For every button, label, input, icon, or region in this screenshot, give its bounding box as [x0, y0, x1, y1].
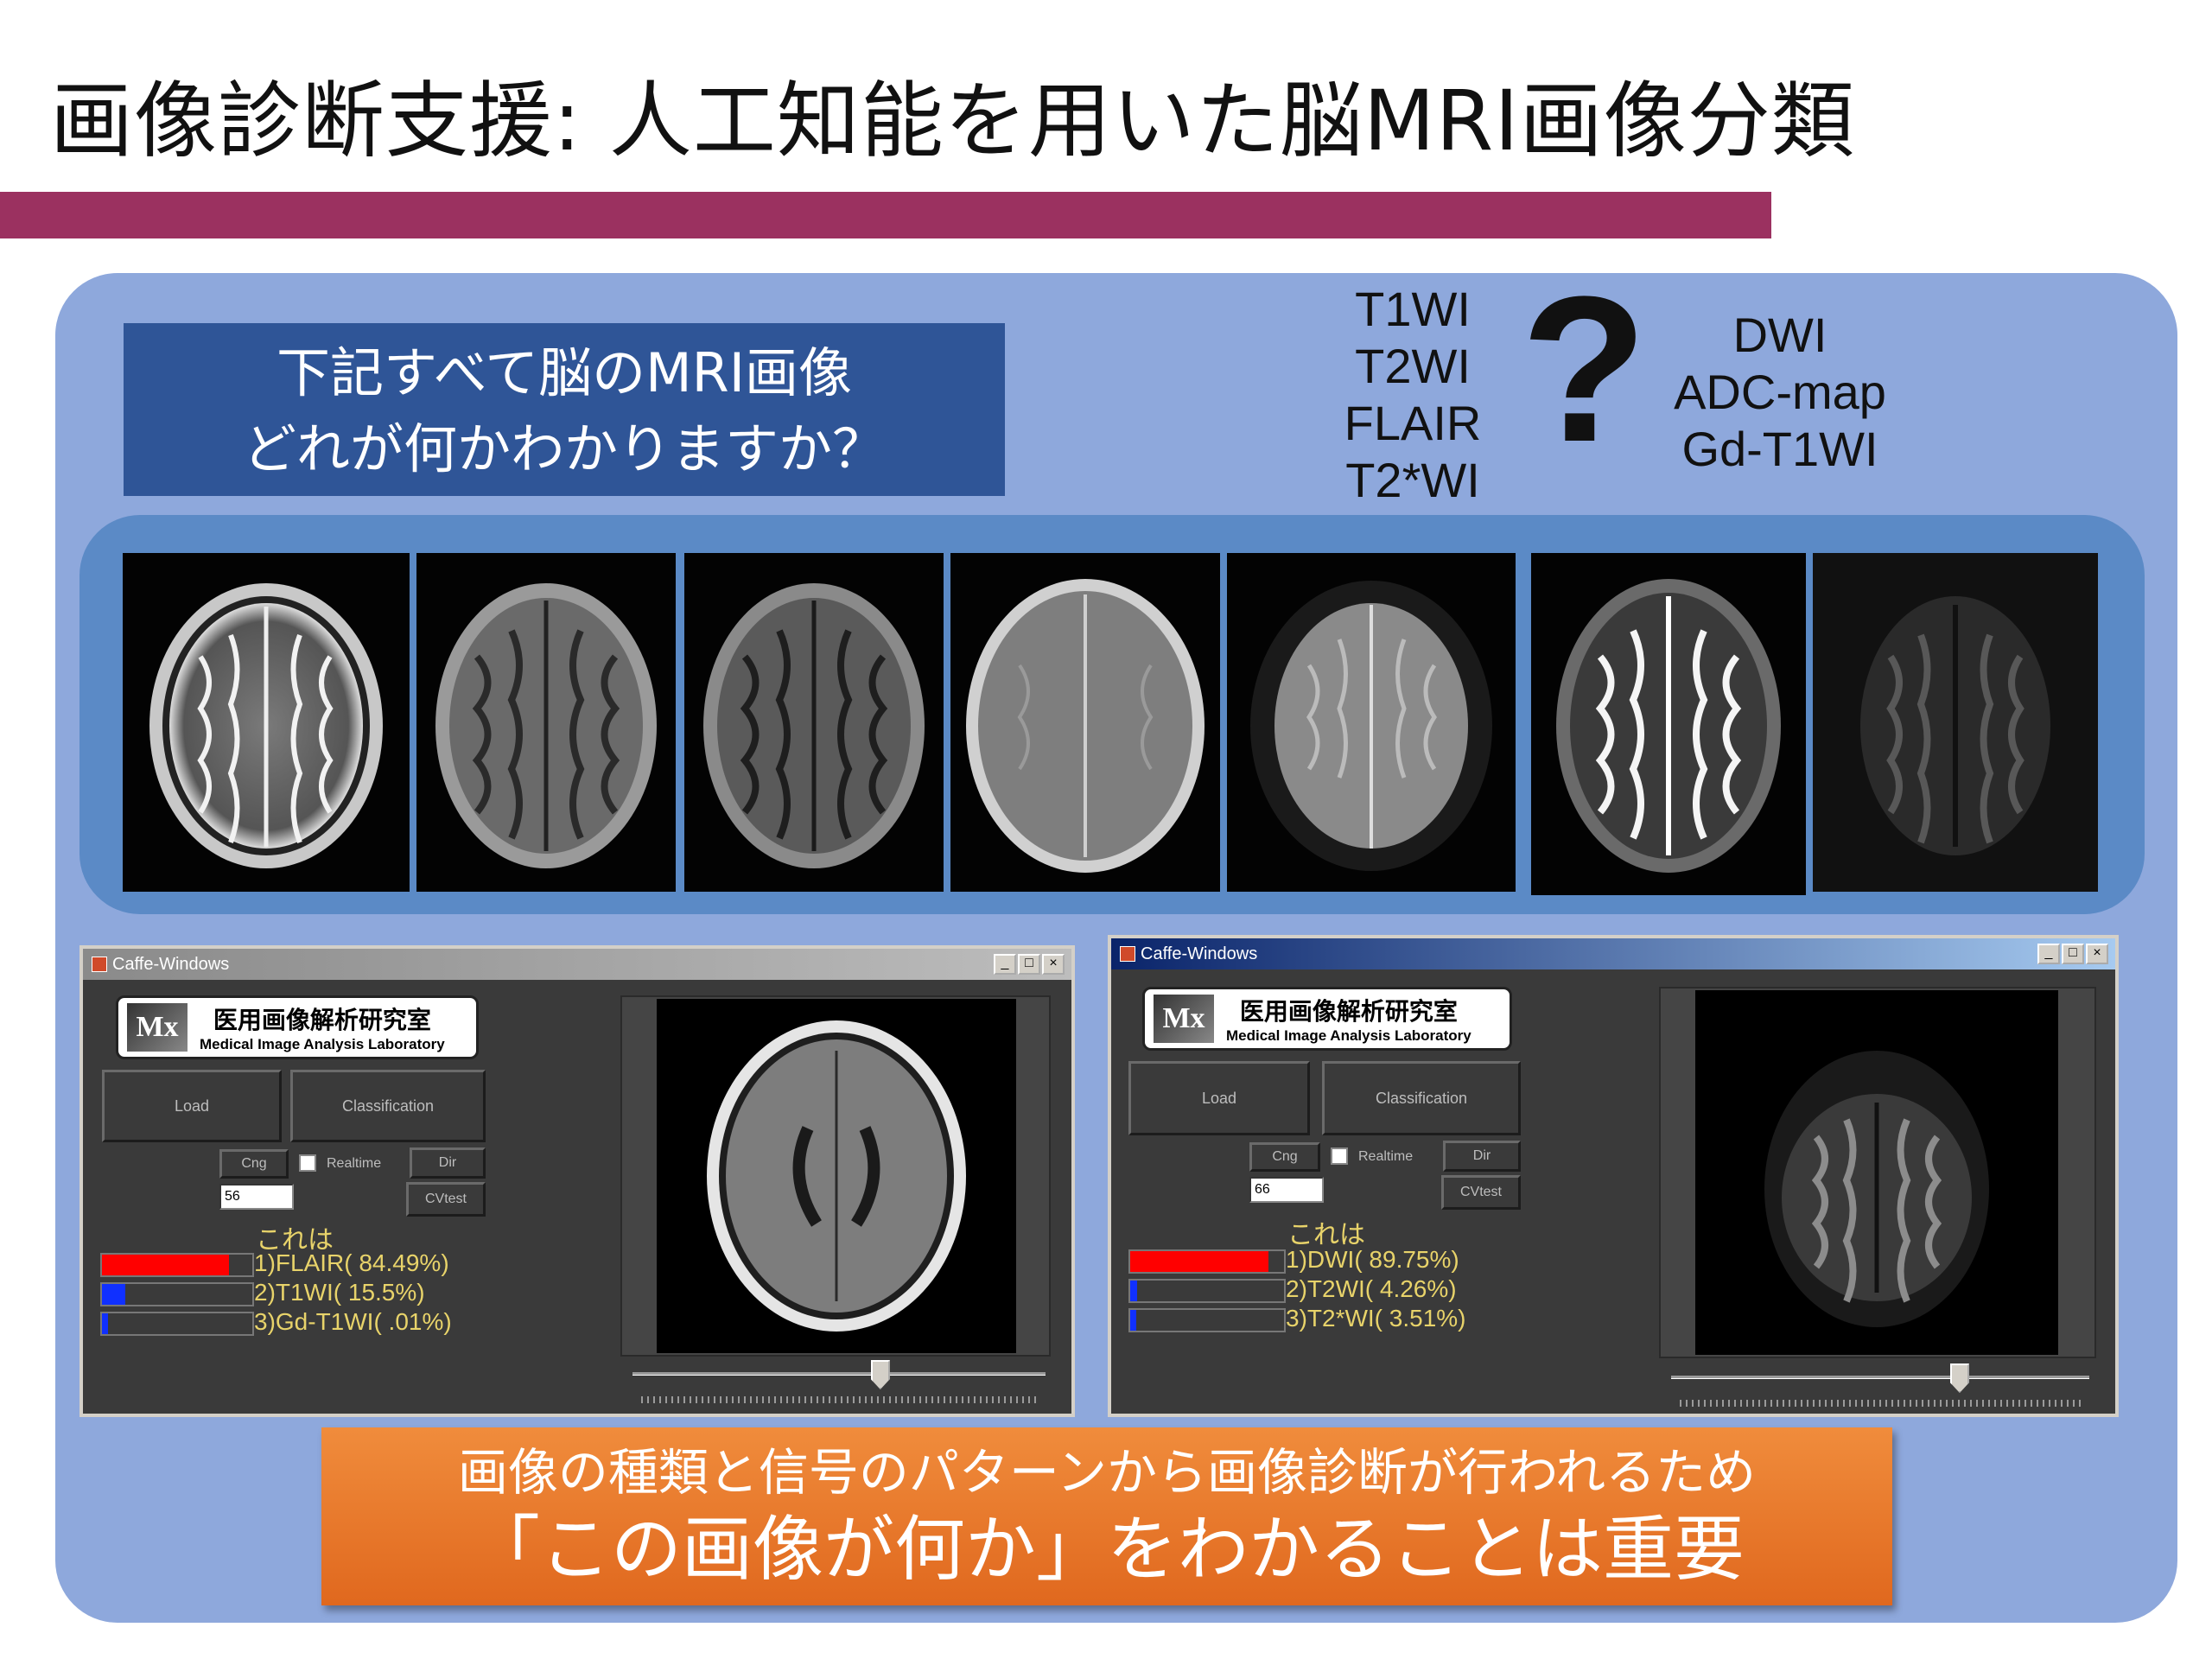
sequence-label: Gd-T1WI [1681, 422, 1878, 476]
caffe-window-2: Caffe-Windows _ □ × Mx 医用画像解析研究室 Medical… [1108, 935, 2119, 1417]
classification-button[interactable]: Classification [1322, 1061, 1521, 1135]
cvtest-button[interactable]: CVtest [1441, 1175, 1521, 1210]
cng-button[interactable]: Cng [1249, 1142, 1320, 1172]
mri-image-flair-a [416, 553, 676, 892]
result-text-3: 3)Gd-T1WI( .01%) [254, 1308, 452, 1335]
sequence-list-right: DWI ADC-map Gd-T1WI [1642, 307, 1918, 478]
slider-ticks [1680, 1400, 2082, 1407]
result-text-2: 2)T2WI( 4.26%) [1286, 1275, 1457, 1302]
result-text-3: 3)T2*WI( 3.51%) [1286, 1305, 1466, 1332]
sequence-label: T2*WI [1345, 453, 1480, 507]
sequence-label: ADC-map [1674, 365, 1886, 419]
result-fill-3 [102, 1313, 108, 1334]
mri-image-adc-map [1531, 553, 1806, 895]
lab-banner: Mx 医用画像解析研究室 Medical Image Analysis Labo… [1142, 987, 1512, 1051]
result-bar-3 [1128, 1308, 1286, 1332]
load-button[interactable]: Load [102, 1070, 282, 1142]
result-text-1: 1)FLAIR( 84.49%) [254, 1249, 449, 1276]
image-viewer [1659, 987, 2096, 1358]
question-box: 下記すべて脳のMRI画像 どれが何かわかりますか？ [124, 323, 1005, 496]
sequence-list-left: T1WI T2WI FLAIR T2*WI [1322, 281, 1503, 509]
classification-button[interactable]: Classification [290, 1070, 486, 1142]
result-bar-3 [100, 1312, 254, 1336]
lab-name-jp: 医用画像解析研究室 [1239, 997, 1458, 1026]
close-button[interactable]: × [1042, 954, 1065, 975]
cng-button[interactable]: Cng [219, 1149, 289, 1179]
result-bar-1 [100, 1253, 254, 1277]
conclusion-line-2: 「この画像が何か」をわかることは重要 [468, 1509, 1745, 1591]
sequence-label: DWI [1732, 308, 1827, 362]
result-fill-2 [102, 1284, 125, 1305]
realtime-checkbox[interactable] [1331, 1147, 1348, 1165]
minimize-button[interactable]: _ [994, 954, 1016, 975]
slice-slider-thumb[interactable] [1949, 1363, 1969, 1393]
viewer-mri-image [657, 999, 1016, 1353]
result-fill-1 [102, 1255, 229, 1275]
mri-image-flair-b [684, 553, 944, 892]
result-bar-2 [100, 1282, 254, 1306]
image-viewer [620, 995, 1051, 1357]
cvtest-button[interactable]: CVtest [406, 1182, 486, 1217]
slide-title: 画像診断支援: 人工知能を用いた脳MRI画像分類 [50, 73, 1855, 169]
result-fill-1 [1130, 1251, 1268, 1272]
realtime-checkbox[interactable] [299, 1154, 316, 1172]
number-input[interactable]: 56 [219, 1184, 294, 1210]
maximize-button[interactable]: □ [2062, 944, 2084, 964]
close-button[interactable]: × [2086, 944, 2108, 964]
result-bar-2 [1128, 1279, 1286, 1303]
maximize-button[interactable]: □ [1018, 954, 1040, 975]
question-line-2: どれが何かわかりますか？ [242, 417, 886, 480]
sequence-label: T2WI [1355, 339, 1471, 393]
sequence-label: FLAIR [1344, 396, 1482, 450]
result-heading: これは [1287, 1220, 1365, 1250]
result-bar-1 [1128, 1249, 1286, 1274]
sequence-label: T1WI [1355, 282, 1471, 336]
dir-button[interactable]: Dir [410, 1147, 486, 1179]
result-fill-2 [1130, 1281, 1137, 1301]
slider-ticks [641, 1396, 1039, 1403]
title-underline-bar [0, 192, 1771, 238]
slice-slider-track[interactable] [632, 1372, 1046, 1376]
conclusion-line-1: 画像の種類と信号のパターンから画像診断が行われるため [457, 1443, 1757, 1502]
window-title-bar[interactable]: Caffe-Windows _ □ × [1111, 938, 2115, 969]
mri-image-dwi [1813, 553, 2098, 892]
load-button[interactable]: Load [1128, 1061, 1310, 1135]
realtime-label: Realtime [327, 1156, 382, 1171]
caffe-window-1: Caffe-Windows _ □ × Mx 医用画像解析研究室 Medical… [79, 945, 1075, 1417]
lab-logo: Mx [127, 1003, 188, 1052]
question-mark: ? [1521, 253, 1648, 485]
minimize-button[interactable]: _ [2037, 944, 2060, 964]
lab-name-en: Medical Image Analysis Laboratory [1226, 1027, 1471, 1044]
lab-banner: Mx 医用画像解析研究室 Medical Image Analysis Labo… [116, 995, 479, 1059]
lab-name-en: Medical Image Analysis Laboratory [200, 1036, 445, 1052]
app-icon [1120, 946, 1135, 962]
viewer-mri-image [1695, 990, 2058, 1355]
window-title-bar[interactable]: Caffe-Windows _ □ × [83, 949, 1071, 980]
number-input[interactable]: 66 [1249, 1177, 1324, 1203]
result-text-2: 2)T1WI( 15.5%) [254, 1279, 425, 1306]
result-text-1: 1)DWI( 89.75%) [1286, 1246, 1459, 1273]
slice-slider-thumb[interactable] [870, 1360, 890, 1389]
realtime-label: Realtime [1358, 1149, 1414, 1164]
window-title: Caffe-Windows [1141, 944, 1258, 963]
lab-name-jp: 医用画像解析研究室 [213, 1006, 431, 1034]
app-icon [92, 957, 107, 972]
lab-logo: Mx [1154, 995, 1214, 1043]
slice-slider-track[interactable] [1671, 1376, 2089, 1379]
question-line-1: 下記すべて脳のMRI画像 [276, 341, 853, 404]
dir-button[interactable]: Dir [1443, 1141, 1521, 1172]
window-title: Caffe-Windows [112, 954, 230, 974]
result-heading: これは [256, 1225, 334, 1255]
conclusion-box: 画像の種類と信号のパターンから画像診断が行われるため 「この画像が何か」をわかる… [321, 1427, 1892, 1605]
mri-image-t2star [1227, 553, 1516, 892]
mri-image-t2 [123, 553, 410, 892]
mri-image-gd-t1 [950, 553, 1220, 892]
result-fill-3 [1130, 1310, 1137, 1331]
